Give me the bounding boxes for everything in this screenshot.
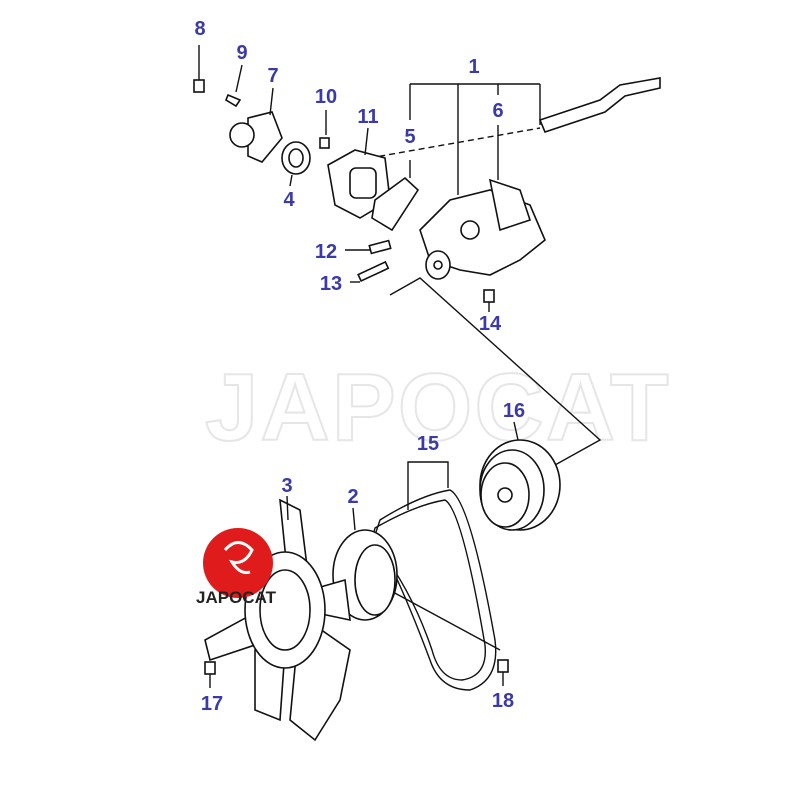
- callout-17: 17: [201, 693, 223, 715]
- callout-16: 16: [503, 400, 525, 422]
- v-belts-15: [371, 489, 497, 691]
- callout-2: 2: [347, 486, 358, 508]
- japocat-logo: JAPOCAT: [196, 528, 277, 607]
- callout-13: 13: [320, 273, 342, 295]
- bolt-10: [319, 110, 330, 149]
- callout-1: 1: [468, 56, 479, 78]
- callout-12: 12: [315, 241, 337, 263]
- callout-numbers: 1 2 3 4 5 6 7 8 9 10 11 12 13 14 15 16 1…: [194, 18, 525, 715]
- callout-5: 5: [404, 126, 415, 148]
- callout-11: 11: [357, 106, 378, 128]
- callout-14: 14: [479, 313, 502, 335]
- callout-9: 9: [236, 42, 247, 64]
- bolt-12: [345, 239, 392, 255]
- water-pump: [419, 178, 546, 280]
- logo-text: JAPOCAT: [196, 588, 277, 607]
- thermostat-cover-7: [229, 87, 283, 163]
- callout-3: 3: [281, 475, 292, 497]
- gasket-5: [371, 176, 420, 232]
- thermostat-4: [281, 141, 311, 187]
- bolt-13: [350, 260, 390, 283]
- callout-18: 18: [492, 690, 514, 712]
- fan-clutch-2: [332, 507, 398, 621]
- callout-15: 15: [417, 433, 439, 455]
- callout-6: 6: [492, 100, 503, 122]
- bolt-8: [193, 45, 205, 93]
- callout-10: 10: [315, 86, 337, 108]
- callout-7: 7: [267, 65, 278, 87]
- clip-9: [225, 93, 242, 108]
- bolt-18: [497, 659, 509, 686]
- pulley-16: [479, 421, 561, 531]
- bolt-14: [483, 289, 495, 312]
- callout-8: 8: [194, 18, 205, 40]
- bolt-17: [204, 661, 216, 688]
- callout-4: 4: [283, 189, 295, 211]
- water-hose: [538, 77, 661, 133]
